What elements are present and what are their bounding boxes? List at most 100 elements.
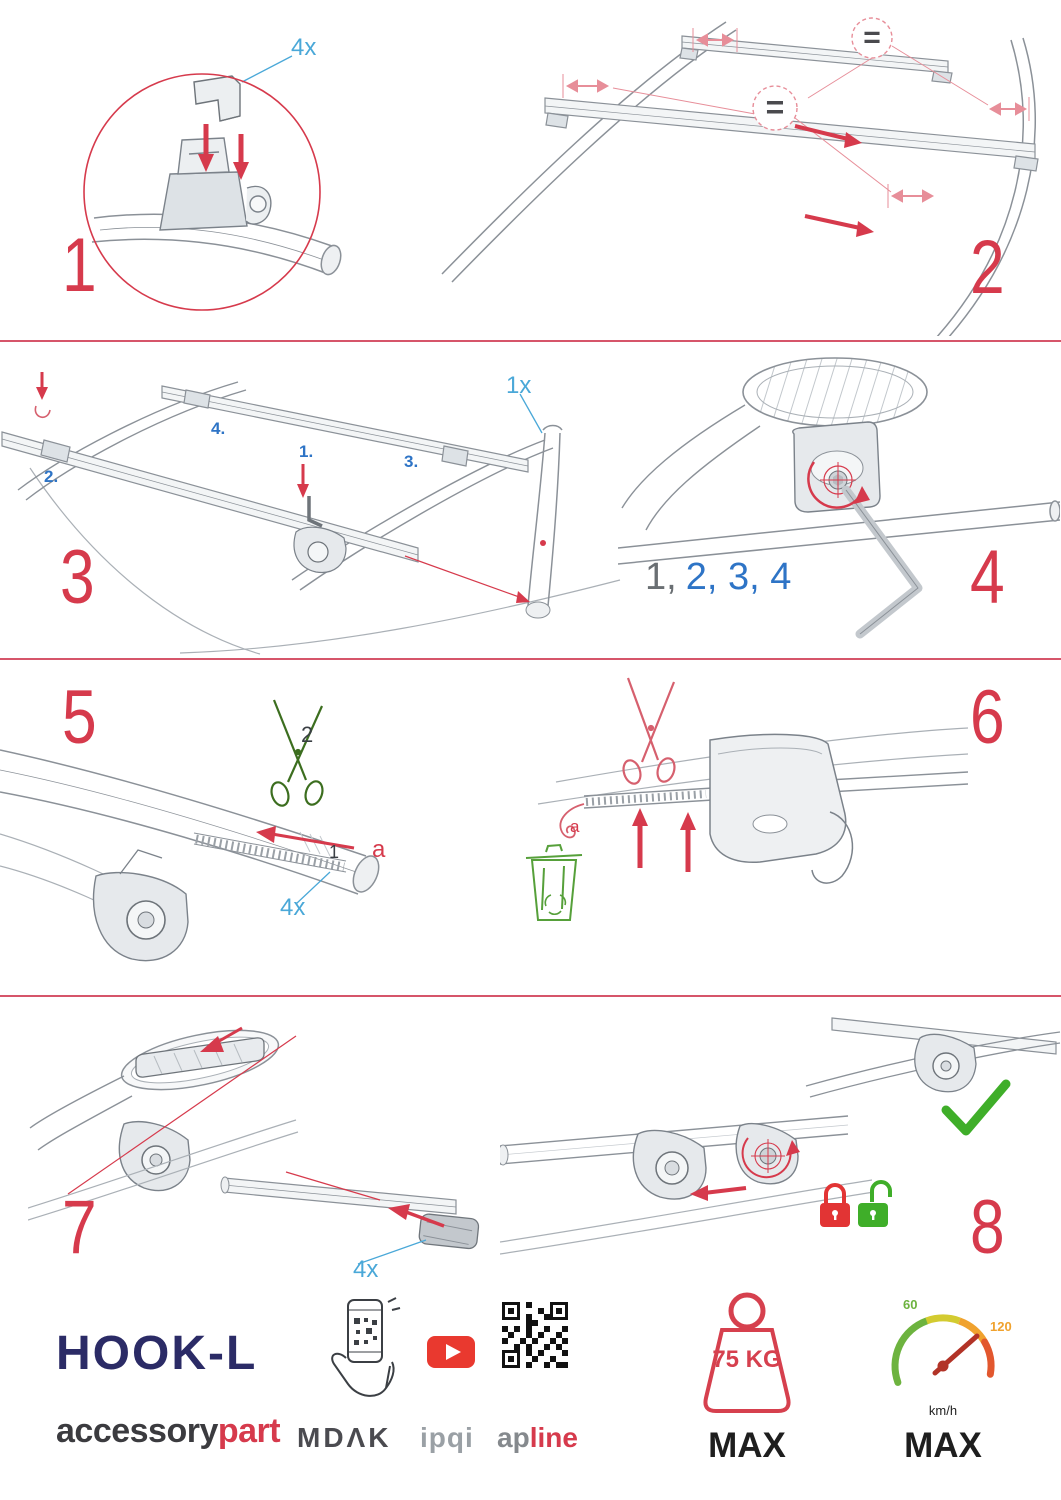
slide-arrow (690, 1185, 747, 1201)
step-8-illustration (500, 1017, 1061, 1255)
step-3-qty: 1x (506, 372, 532, 399)
push-arrows (632, 808, 696, 872)
step-8-number: 8 (970, 1185, 1005, 1270)
crossbars (544, 35, 1039, 172)
speedometer-icon (891, 1314, 995, 1386)
phone-scan-icon (331, 1297, 401, 1397)
slide-arrows (794, 124, 874, 237)
equal-circle-a (851, 17, 893, 59)
mini-assembly (805, 1017, 1061, 1098)
step-6-illustration (525, 677, 968, 921)
bar-with-endcap (220, 1171, 480, 1265)
step-3-illustration (1, 372, 621, 655)
discard-curl (559, 803, 585, 839)
main-assembly (500, 1115, 875, 1255)
product-name: HOOK-L (56, 1327, 258, 1380)
step-7-qty: 4x (353, 1256, 379, 1283)
strap (193, 831, 347, 873)
qty-leader-line (295, 871, 331, 905)
crossbar (583, 771, 968, 809)
lock-closed-icon (820, 1183, 850, 1227)
speed-max-value-label: 120 (990, 1319, 1012, 1334)
step-1-number: 1 (62, 223, 97, 308)
step-5-cut-label: 2 (301, 722, 314, 747)
equal-sign-a: = (863, 21, 881, 54)
section-divider-2 (0, 658, 1061, 660)
qty-leader-line (241, 55, 293, 83)
step-3-sub-4: 4. (211, 419, 226, 438)
logo-apline: apline (497, 1424, 578, 1452)
measure-arrows (562, 28, 1030, 208)
rail-bar (618, 500, 1060, 565)
step-1-qty: 4x (291, 34, 317, 61)
equal-sign-b: = (765, 89, 785, 125)
logo-ap: ap (497, 1422, 530, 1453)
rotate-arrow (807, 461, 870, 509)
step-4-number: 4 (970, 535, 1005, 620)
sequence-blue: 2, 3, 4 (685, 556, 792, 598)
speed-min-label: 60 (903, 1297, 918, 1312)
scissors-icon (270, 699, 324, 807)
bar-receding (29, 1075, 133, 1151)
allen-key-small (297, 464, 323, 528)
step-7-illustration (28, 1026, 480, 1265)
bar-top-ellipse (742, 357, 928, 427)
sequence-gray: 1, (645, 556, 677, 598)
step-5-illustration (0, 699, 380, 962)
step-7-number: 7 (62, 1185, 97, 1270)
tighten-target (741, 1137, 792, 1179)
clamp-body (118, 1121, 191, 1192)
step-3-number: 3 (60, 535, 95, 620)
step-1-illustration (83, 55, 342, 311)
brand-accent: part (217, 1412, 281, 1450)
cover-part (709, 733, 854, 884)
allen-key (841, 485, 923, 639)
speed-unit-label: km/h (928, 1403, 958, 1418)
roof-outline (29, 467, 621, 655)
weight-icon (703, 1292, 791, 1413)
lock-open-icon (858, 1180, 892, 1227)
step-3-sub-2: 2. (44, 467, 59, 486)
weight-max-label: MAX (708, 1426, 786, 1465)
section-divider-3 (0, 995, 1061, 997)
logo-mdak: MDΛK (297, 1422, 392, 1453)
pull-arrow (256, 826, 355, 850)
insert-arrow (200, 1026, 243, 1052)
bar-end-opening (120, 1029, 280, 1091)
step-4-illustration (618, 357, 1060, 639)
step-3-sub-1: 1. (299, 442, 314, 461)
weight-value: 75 KG (712, 1346, 782, 1373)
bracket-part (193, 75, 241, 122)
step-5-qty: 4x (280, 894, 306, 921)
step-2-number: 2 (970, 225, 1005, 310)
loosen-arrow (34, 372, 51, 418)
step-6-number: 6 (970, 675, 1005, 760)
speed-max-label: MAX (904, 1426, 982, 1465)
roof-rail (28, 1119, 299, 1221)
logo-line: line (529, 1422, 578, 1453)
qr-code-icon (502, 1302, 568, 1368)
brand-logo: accessorypart (56, 1412, 281, 1450)
logo-ipqi: ipqi (420, 1422, 474, 1453)
clamp-body (159, 137, 272, 231)
strap-part (519, 393, 563, 619)
bar-top-inner (756, 365, 914, 419)
step-3-sub-3: 3. (404, 452, 419, 471)
youtube-icon (427, 1336, 475, 1368)
red-guide-line (67, 1035, 297, 1195)
step-5-insert-label: 1 (329, 842, 340, 862)
bar-hatching (752, 358, 917, 426)
rotate-arrowhead (786, 1140, 800, 1156)
insert-arrows (198, 124, 249, 180)
step-5-letter: a (372, 836, 386, 863)
trash-bin-icon (525, 843, 583, 921)
checkmark-icon (941, 1079, 1011, 1136)
zoom-circle (83, 73, 321, 311)
step-4-sequence: 1,2, 3, 4 (645, 558, 791, 596)
section-divider-1 (0, 340, 1061, 342)
step-2-illustration (441, 17, 1039, 336)
crossbar-tube (0, 749, 380, 895)
strap (585, 790, 707, 806)
step-5-number: 5 (62, 675, 97, 760)
